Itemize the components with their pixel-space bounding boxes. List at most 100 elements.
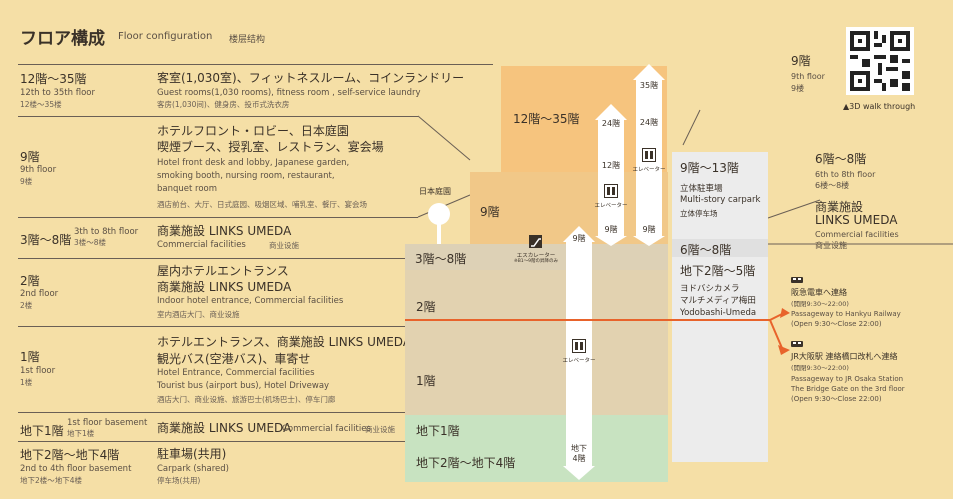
floor-label: 2階: [20, 274, 40, 288]
row-divider: [18, 412, 418, 413]
far-9f-cn: 9楼: [791, 84, 805, 93]
elevator-icon: [642, 148, 656, 162]
row-divider: [18, 116, 418, 117]
annex-9-13-en: Multi-story carpark: [680, 195, 761, 205]
tower-floor-label: 12階〜35階: [513, 112, 580, 126]
floor-1-block: [405, 328, 668, 415]
floor-b2-b4-label: 地下2階〜地下4階: [416, 456, 516, 470]
qr-code-icon[interactable]: [846, 27, 914, 95]
desc-jp: 商業施設 LINKS UMEDA: [157, 224, 292, 238]
floor-label-en: 1st floor basement: [67, 418, 148, 428]
page-title-en: Floor configuration: [118, 31, 213, 42]
hankyu-title: 阪急電車へ連絡: [791, 288, 847, 297]
far-6-8-jp2: LINKS UMEDA: [815, 213, 898, 227]
elevator-shaft-low: [566, 240, 592, 468]
floor-label-en: 9th floor: [20, 165, 57, 175]
floor-label-en: 1st floor: [20, 366, 56, 376]
row-divider: [18, 258, 418, 259]
annex-9-13-jp: 立体駐車場: [680, 184, 723, 194]
annex-block: [672, 152, 768, 462]
floor-label: 1階: [20, 350, 40, 364]
annex-store-en: Yodobashi-Umeda: [680, 308, 757, 318]
elevator-shaft-mid: [598, 118, 624, 238]
floor-label-en: 3th to 8th floor: [74, 227, 139, 237]
floor-3-8-label: 3階〜8階: [415, 252, 467, 266]
tag-b4f: 地下 4階: [571, 444, 587, 463]
desc-cn: 室内酒店大门、商业设施: [157, 310, 240, 319]
escalator-caption: エスカレーター: [516, 253, 556, 259]
elevator-caption: エレベーター: [594, 203, 628, 209]
tag-9f-a: 9階: [572, 234, 586, 243]
walkthrough-link[interactable]: ▲3D walk through: [843, 102, 916, 111]
hankyu-time: (開閉9:30〜22:00): [791, 300, 849, 308]
floor-3-8-block: [405, 244, 668, 270]
tag-9f-c: 9階: [636, 224, 662, 235]
arrow-up-icon: [633, 64, 665, 80]
annex-6-8-label: 6階〜8階: [680, 243, 732, 257]
floor-label-cn: 地下1楼: [67, 429, 95, 438]
desc-en: Guest rooms(1,030 rooms), fitness room ,…: [157, 88, 421, 98]
arrow-down-icon: [563, 466, 595, 480]
jr-en2: The Bridge Gate on the 3rd floor: [791, 385, 905, 393]
desc-en: Indoor hotel entrance, Commercial facili…: [157, 296, 344, 306]
desc-jp: 客室(1,030室)、フィットネスルーム、コインランドリー: [157, 71, 465, 85]
annex-b2-5-label: 地下2階〜5階: [680, 264, 756, 278]
tag-35f: 35階: [636, 80, 662, 91]
floor-label-cn: 9楼: [20, 177, 33, 186]
desc-cn: 商业设施: [269, 241, 299, 250]
desc-en: smoking booth, nursing room, restaurant,: [157, 171, 335, 181]
floor-label: 9階: [20, 150, 40, 164]
hankyu-en2: (Open 9:30〜Close 22:00): [791, 320, 882, 328]
hankyu-en: Passageway to Hankyu Railway: [791, 310, 901, 318]
desc-jp: 商業施設 LINKS UMEDA: [157, 421, 292, 435]
desc-en: Tourist bus (airport bus), Hotel Drivewa…: [157, 381, 330, 391]
arrow-up-icon: [563, 226, 595, 242]
desc-jp: 駐車場(共用): [157, 447, 227, 461]
floor-label-cn: 3楼〜8楼: [74, 238, 107, 247]
desc-en: Carpark (shared): [157, 464, 229, 474]
floor-label-cn: 地下2楼〜地下4楼: [20, 476, 83, 485]
floor-label: 3階〜8階: [20, 233, 72, 247]
annex-9-13-cn: 立体停车场: [680, 209, 718, 218]
row-divider: [18, 326, 418, 327]
floor-label: 地下2階〜地下4階: [20, 448, 120, 462]
desc-jp: 屋内ホテルエントランス: [157, 264, 289, 278]
far-6-8-jp: 商業施設: [815, 200, 864, 214]
desc-jp: 商業施設 LINKS UMEDA: [157, 280, 292, 294]
desc-en: banquet room: [157, 184, 218, 194]
annex-store-jp1: ヨドバシカメラ: [680, 284, 740, 294]
escalator-icon: [529, 235, 542, 248]
jr-en3: (Open 9:30〜Close 22:00): [791, 395, 882, 403]
desc-cn: 客房(1,030间)、健身房、投币式洗衣房: [157, 100, 290, 109]
desc-jp: 喫煙ブース、授乳室、レストラン、宴会場: [157, 140, 384, 154]
arrow-down-icon: [633, 236, 665, 246]
floor-b2-b4-block: [405, 442, 668, 482]
floor-2-block: [405, 270, 668, 328]
floor-label-en: 12th to 35th floor: [20, 88, 95, 98]
floor-b1-label: 地下1階: [416, 424, 460, 438]
arrow-up-icon: [595, 104, 627, 120]
desc-en: Hotel front desk and lobby, Japanese gar…: [157, 158, 350, 168]
desc-en: Commercial facilities: [282, 424, 371, 434]
floor-label: 地下1階: [20, 424, 64, 438]
tag-24f-b: 24階: [639, 118, 659, 127]
desc-en: Hotel Entrance, Commercial facilities: [157, 368, 315, 378]
elevator-caption: エレベーター: [632, 167, 666, 173]
floor-label: 12階〜35階: [20, 72, 87, 86]
floor-label-cn: 1楼: [20, 378, 33, 387]
page-title-cn: 楼层结构: [229, 35, 266, 45]
tree-icon: [428, 203, 450, 244]
floor-label-cn: 12楼〜35楼: [20, 100, 62, 109]
train-icon: [791, 341, 803, 347]
elevator-icon: [604, 184, 618, 198]
page-title: フロア構成: [20, 29, 105, 49]
escalator-note: ※B1〜9階の昇降のみ: [513, 259, 559, 264]
jr-title: JR大阪駅 連絡橋口改札へ連絡: [791, 352, 898, 361]
floor-label-en: 2nd floor: [20, 289, 59, 299]
desc-jp: ホテルフロント・ロビー、日本庭園: [157, 124, 349, 138]
far-9f-en: 9th floor: [791, 72, 825, 81]
far-6-8-label: 6階〜8階: [815, 152, 867, 166]
far-9f-label: 9階: [791, 54, 811, 68]
far-6-8-en: 6th to 8th floor: [815, 170, 876, 179]
